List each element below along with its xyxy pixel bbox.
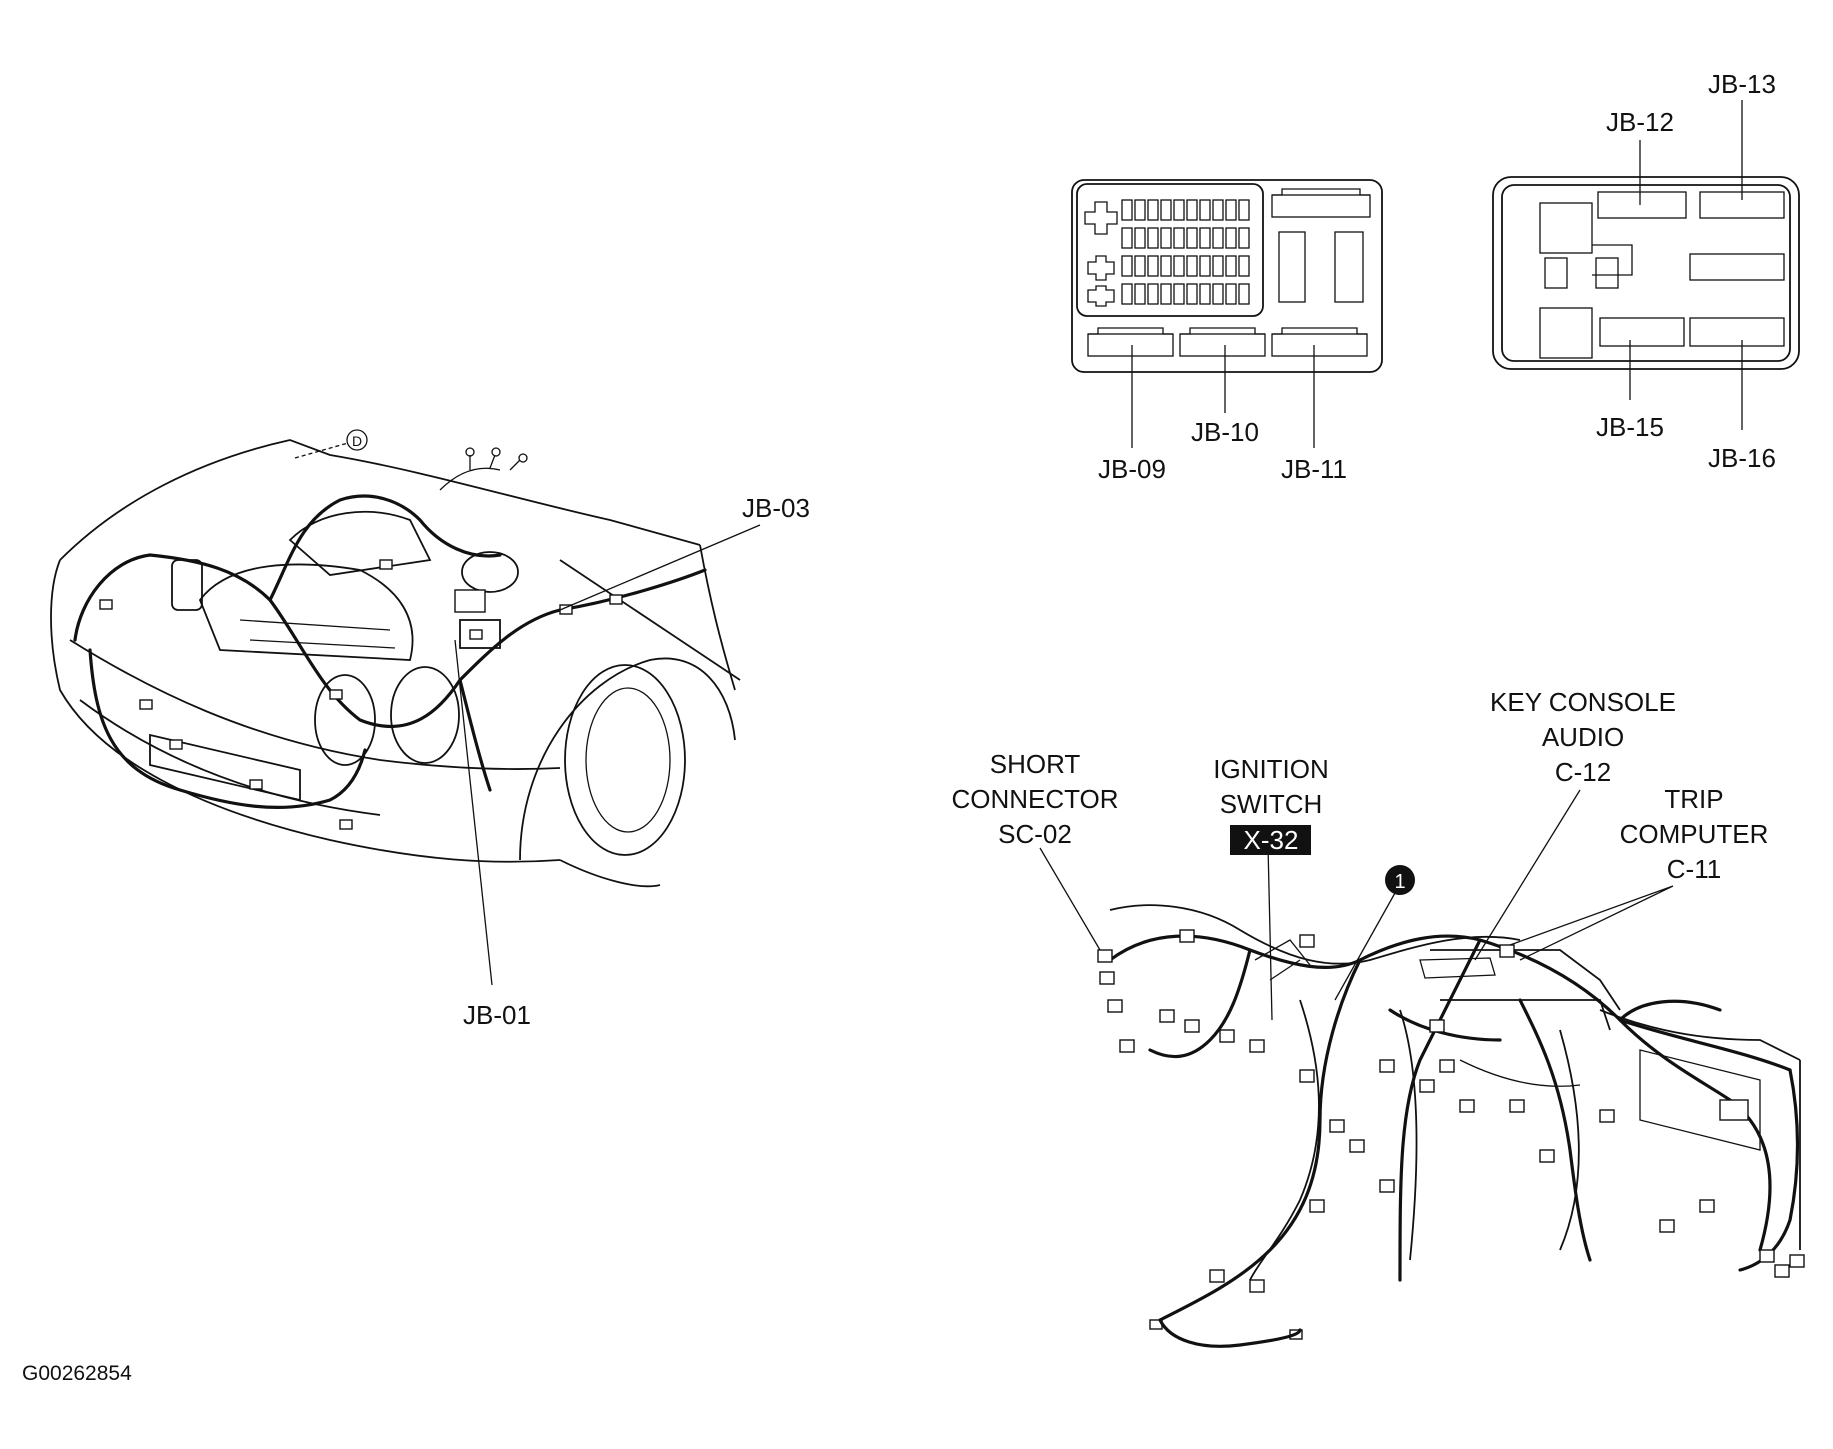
trip-computer-label-line2: COMPUTER <box>1620 819 1769 849</box>
numbered-marker <box>1385 865 1415 895</box>
short-connector-code: SC-02 <box>998 819 1072 849</box>
short-connector-label-line2: CONNECTOR <box>951 784 1118 814</box>
jb-09-callout: JB-09 <box>1098 454 1166 484</box>
junction-box-left <box>1071 179 1383 448</box>
ignition-switch-code: X-32 <box>1244 825 1299 855</box>
jb-12-callout: JB-12 <box>1606 107 1674 137</box>
trip-computer-label-line1: TRIP <box>1664 784 1723 814</box>
ignition-switch-code-badge <box>1230 825 1311 855</box>
diagram-id: G00262854 <box>22 1362 132 1385</box>
jb-16-callout: JB-16 <box>1708 443 1776 473</box>
engine-bay-illustration: D <box>50 429 761 986</box>
key-console-audio-label-line2: AUDIO <box>1542 722 1624 752</box>
jb-10-callout: JB-10 <box>1191 417 1259 447</box>
numbered-marker-label: 1 <box>1394 871 1405 893</box>
ignition-switch-label-line2: SWITCH <box>1220 789 1323 819</box>
dash-harness-illustration <box>1039 789 1805 1348</box>
short-connector-label-line1: SHORT <box>990 749 1081 779</box>
key-console-audio-code: C-12 <box>1555 757 1611 787</box>
ignition-switch-label-line1: IGNITION <box>1213 754 1329 784</box>
junction-box-right <box>1492 100 1800 430</box>
detail-marker-label: D <box>352 433 362 449</box>
key-console-audio-label-line1: KEY CONSOLE <box>1490 687 1676 717</box>
jb-15-callout: JB-15 <box>1596 412 1664 442</box>
jb-13-callout: JB-13 <box>1708 69 1776 99</box>
jb-01-callout: JB-01 <box>463 1000 531 1030</box>
jb-03-callout: JB-03 <box>742 493 810 523</box>
trip-computer-code: C-11 <box>1667 854 1721 884</box>
detail-marker-circle <box>346 429 368 451</box>
jb-11-callout: JB-11 <box>1281 454 1347 484</box>
